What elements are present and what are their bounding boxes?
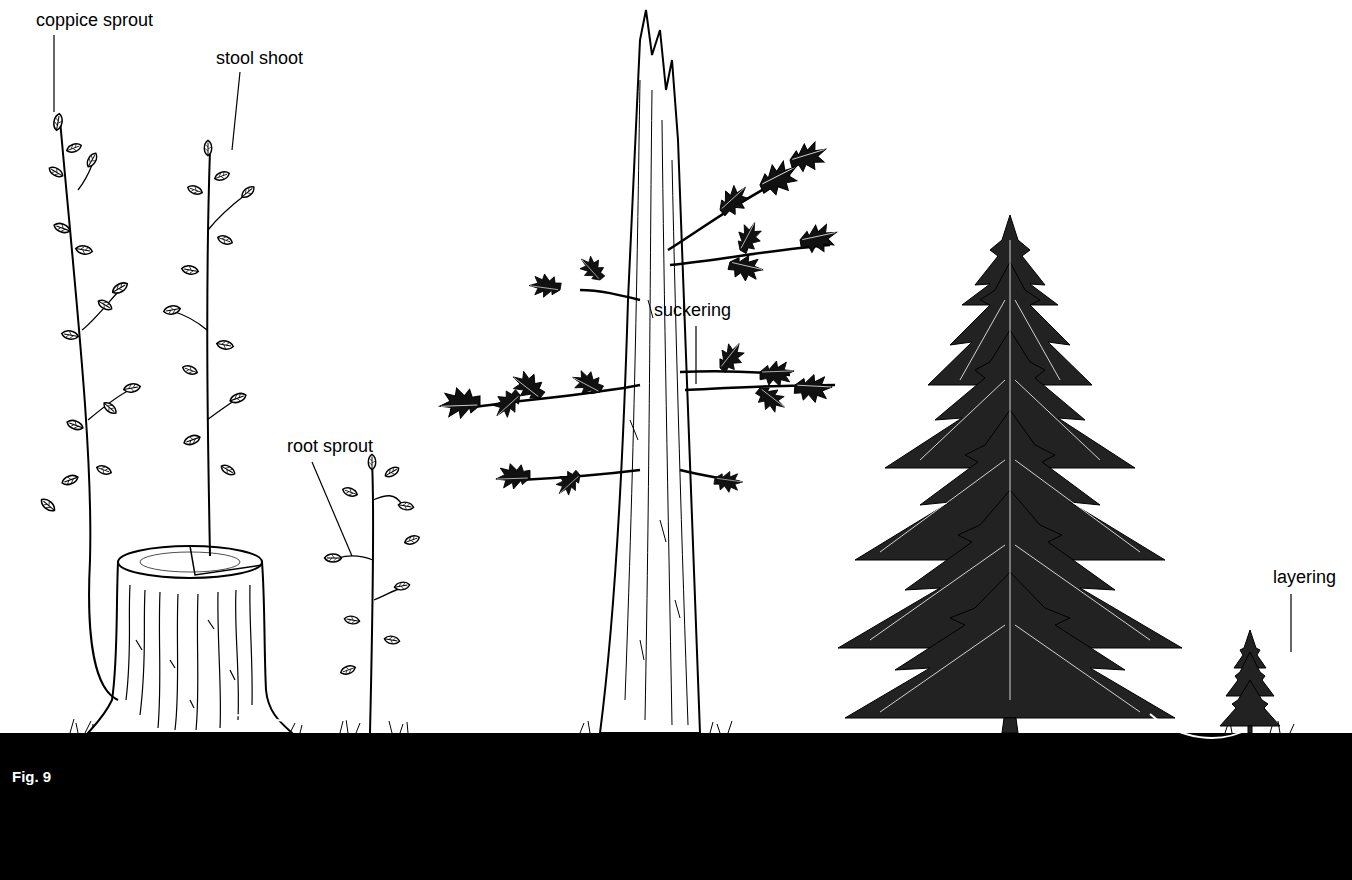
root-label: root sprout	[287, 436, 373, 457]
figure-caption: Fig. 9	[12, 768, 51, 785]
tree-stump	[88, 546, 292, 733]
coppice-sprout	[39, 113, 141, 700]
layer-label: layering	[1273, 567, 1336, 588]
stool-label: stool shoot	[216, 48, 303, 69]
layering-seedling	[1150, 630, 1280, 738]
ground-band	[0, 733, 1352, 880]
suckering-tree	[440, 10, 840, 733]
leader-lines	[54, 35, 1291, 652]
sucker-label: suckering	[654, 300, 731, 321]
spruce-tree	[838, 215, 1182, 733]
coppice-label: coppice sprout	[36, 10, 153, 31]
stool-shoot	[163, 140, 256, 556]
root-sprout	[232, 454, 421, 733]
